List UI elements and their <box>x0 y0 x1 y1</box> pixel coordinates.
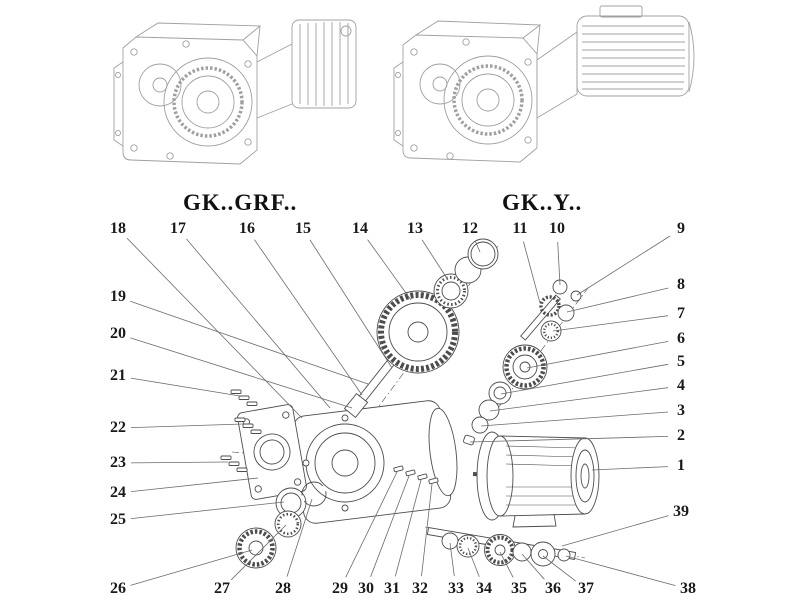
callout-1: 1 <box>677 457 685 474</box>
callout-9: 9 <box>677 220 685 237</box>
callout-32: 32 <box>412 580 428 597</box>
leader-line-21 <box>130 377 241 397</box>
callout-33: 33 <box>448 580 464 597</box>
leader-line-34 <box>467 547 480 578</box>
callout-34: 34 <box>476 580 492 597</box>
callout-37: 37 <box>578 580 594 597</box>
leader-line-5 <box>500 363 669 395</box>
bolt-set-drawing <box>220 389 262 472</box>
callout-13: 13 <box>407 220 423 237</box>
callout-38: 38 <box>680 580 696 597</box>
callout-31: 31 <box>384 580 400 597</box>
leader-line-28 <box>286 498 313 577</box>
leader-line-24 <box>130 477 259 492</box>
leader-line-23 <box>130 461 229 464</box>
callout-7: 7 <box>677 305 685 322</box>
callout-3: 3 <box>677 402 685 419</box>
callout-39: 39 <box>673 503 689 520</box>
leader-line-2 <box>469 436 669 443</box>
callout-10: 10 <box>549 220 565 237</box>
leader-line-10 <box>557 241 561 286</box>
leader-line-26 <box>130 549 253 586</box>
callout-22: 22 <box>110 419 126 436</box>
leader-lines <box>126 235 676 586</box>
callout-29: 29 <box>332 580 348 597</box>
leader-line-39 <box>561 515 669 547</box>
output-gear-drawing <box>235 527 277 569</box>
callout-27: 27 <box>214 580 230 597</box>
leader-line-16 <box>254 239 363 396</box>
leader-line-15 <box>309 239 393 369</box>
model-label-gkgrf: GK..GRF.. <box>183 190 298 215</box>
leader-line-27 <box>230 524 287 581</box>
callout-23: 23 <box>110 454 126 471</box>
leader-line-9 <box>576 235 671 296</box>
leader-line-1 <box>591 466 669 471</box>
leader-line-38 <box>565 555 676 586</box>
gearbox-y-drawing <box>393 5 695 163</box>
callout-28: 28 <box>275 580 291 597</box>
leader-line-33 <box>449 542 455 577</box>
leader-line-30 <box>370 475 410 577</box>
leader-line-29 <box>345 471 398 578</box>
callout-11: 11 <box>512 220 528 237</box>
leader-line-17 <box>186 238 331 409</box>
callout-14: 14 <box>352 220 368 237</box>
leader-line-14 <box>367 239 412 301</box>
leader-line-11 <box>523 241 541 304</box>
callout-20: 20 <box>110 325 126 342</box>
leader-line-32 <box>421 483 433 577</box>
leader-line-20 <box>130 337 353 409</box>
callout-16: 16 <box>239 220 255 237</box>
leader-line-31 <box>394 479 422 577</box>
leader-line-36 <box>521 553 545 580</box>
callout-15: 15 <box>295 220 311 237</box>
callout-4: 4 <box>677 377 685 394</box>
callout-21: 21 <box>110 367 126 384</box>
callout-18: 18 <box>110 220 126 237</box>
callout-35: 35 <box>511 580 527 597</box>
leader-line-4 <box>489 387 669 412</box>
leader-line-7 <box>552 315 669 332</box>
input-pinion-drawing <box>520 294 561 341</box>
housing-drawing <box>292 400 475 524</box>
fastener-set-drawing <box>393 465 439 485</box>
callout-2: 2 <box>677 427 685 444</box>
leader-line-12 <box>474 240 481 253</box>
callout-25: 25 <box>110 511 126 528</box>
callout-17: 17 <box>170 220 186 237</box>
leader-line-8 <box>566 287 669 313</box>
gearbox-grf-drawing <box>113 19 357 165</box>
leader-line-18 <box>126 238 303 419</box>
leader-line-3 <box>480 411 669 427</box>
callout-26: 26 <box>110 580 126 597</box>
callout-12: 12 <box>462 220 478 237</box>
breather-plug-drawing <box>463 434 475 446</box>
main-gear-drawing <box>376 290 460 374</box>
input-gear-drawing <box>502 344 548 390</box>
callout-24: 24 <box>110 484 126 501</box>
bearing-drawing <box>433 273 469 309</box>
leader-line-19 <box>130 300 369 385</box>
leader-line-13 <box>421 239 449 281</box>
leader-line-37 <box>542 555 576 582</box>
exploded-view-drawing <box>220 238 600 569</box>
motor-drawing <box>472 431 600 528</box>
output-flange-drawing <box>237 404 307 500</box>
callout-5: 5 <box>677 353 685 370</box>
leader-line-6 <box>526 341 669 369</box>
leader-line-25 <box>130 501 285 519</box>
leader-line-35 <box>499 551 514 578</box>
model-label-gky: GK..Y.. <box>502 190 583 215</box>
callout-6: 6 <box>677 330 685 347</box>
callout-8: 8 <box>677 276 685 293</box>
callout-36: 36 <box>545 580 561 597</box>
callout-30: 30 <box>358 580 374 597</box>
callout-19: 19 <box>110 288 126 305</box>
leader-line-22 <box>130 423 244 428</box>
